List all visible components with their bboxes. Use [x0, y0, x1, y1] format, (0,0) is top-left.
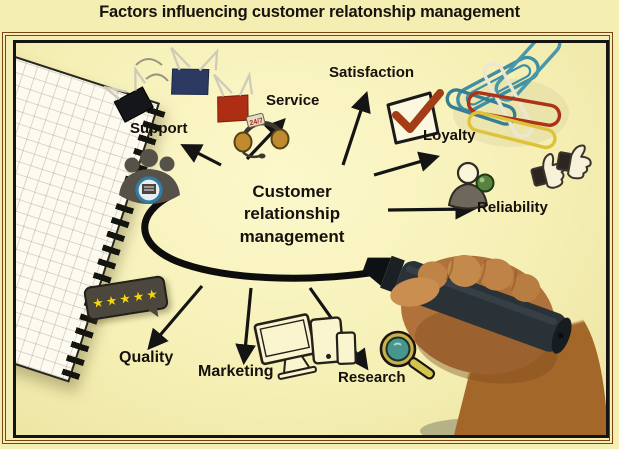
paper-clips-icon: [445, 43, 569, 150]
label-marketing: Marketing: [198, 363, 274, 380]
label-research: Research: [338, 369, 406, 386]
star-glyphs: ★★★★★: [91, 285, 161, 311]
satisfaction-checkbox-icon: [386, 89, 444, 145]
label-quality: Quality: [119, 349, 174, 366]
label-support: Support: [130, 120, 188, 137]
arrow-reliability: [387, 198, 477, 220]
label-satisfaction: Satisfaction: [329, 64, 415, 81]
diagram-canvas: 24/7: [13, 40, 609, 438]
arrow-loyalty: [373, 151, 440, 177]
arrow-satisfaction: [341, 91, 371, 166]
research-magnifier-icon: [379, 330, 436, 380]
headset-badge-text: 24/7: [249, 117, 264, 127]
loyalty-person-icon: [447, 161, 495, 210]
hand-with-marker: [362, 254, 606, 435]
thumbs-up-icon: [530, 144, 592, 189]
page-title: Factors influencing customer relatonship…: [99, 3, 520, 21]
label-service: Service: [266, 92, 320, 109]
service-headset-icon: 24/7: [233, 112, 290, 159]
binder-clips-icon: [103, 46, 254, 123]
support-team-icon: [119, 149, 180, 204]
marker-swoosh: [141, 191, 386, 282]
arrow-support: [180, 144, 222, 167]
marketing-devices-icon: [253, 313, 357, 380]
center-node-label: Customer relationship management: [239, 182, 345, 246]
bubble-tail: [146, 307, 159, 319]
outer-frame: [2, 32, 613, 444]
label-loyalty: Loyalty: [423, 127, 476, 144]
arrow-marketing: [235, 287, 256, 366]
diagram-art: 24/7: [103, 43, 606, 435]
label-reliability: Reliability: [477, 199, 548, 216]
arrow-quality: [147, 284, 204, 351]
